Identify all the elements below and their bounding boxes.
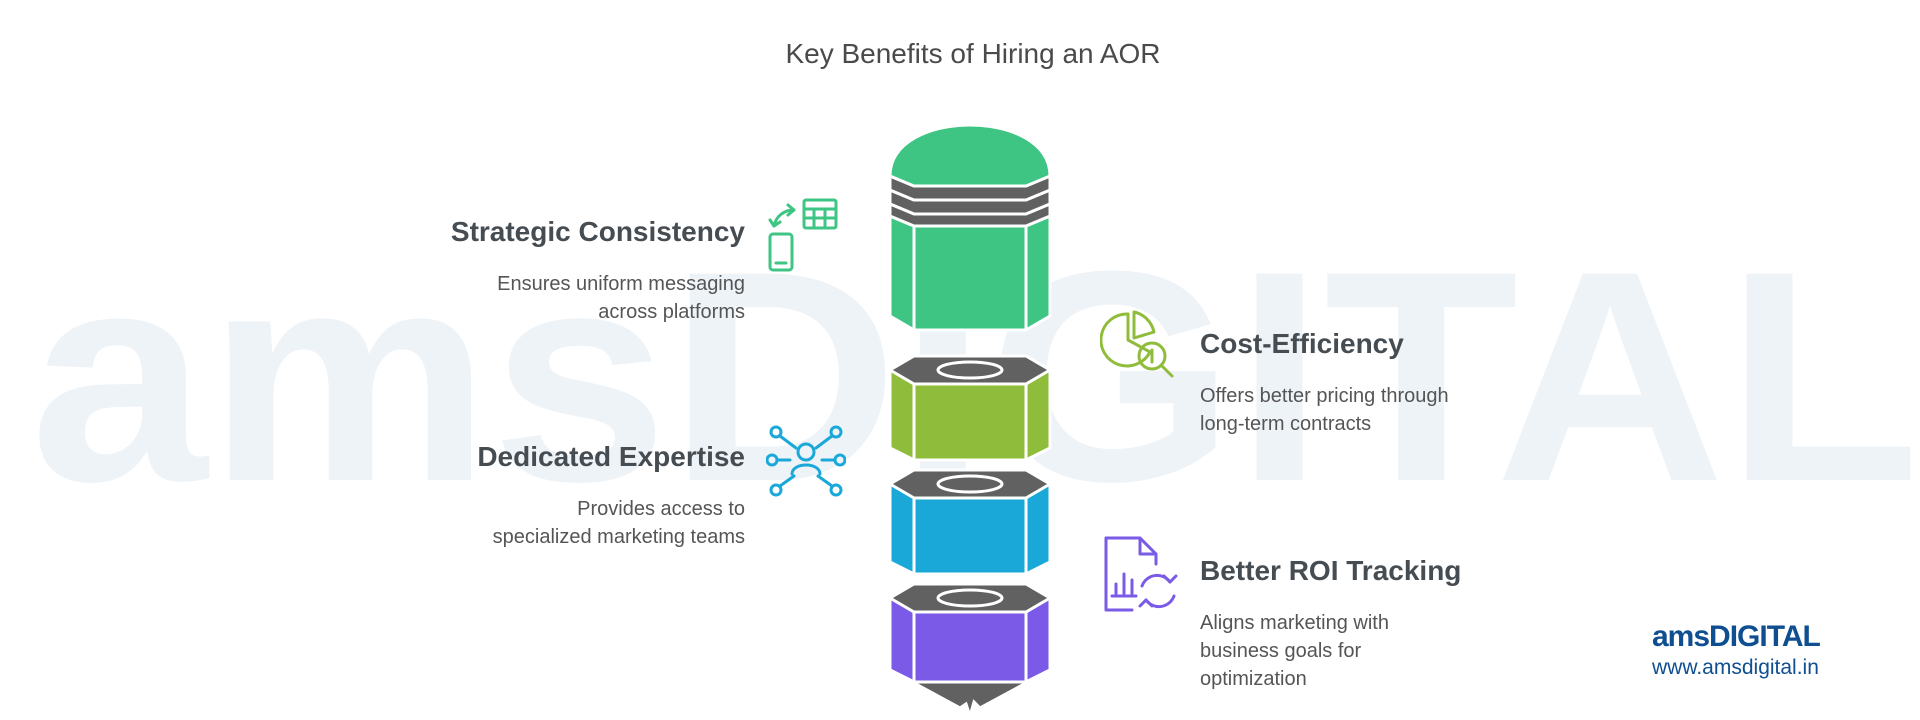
benefit-description: Ensures uniform messaging across platform… [325,270,745,326]
report-refresh-icon [1104,536,1178,612]
tower-segment-roi-tracking [887,582,1053,720]
benefit-heading: Dedicated Expertise [477,441,745,472]
benefit-description-line: long-term contracts [1200,413,1372,435]
benefit-cost-efficiency: Cost-Efficiency Offers better pricing th… [1200,328,1600,438]
benefit-description-line: Aligns marketing with [1200,612,1389,634]
devices-sync-icon [768,198,838,272]
team-network-icon [766,425,846,497]
benefit-strategic-consistency: Strategic Consistency Ensures uniform me… [325,216,745,326]
benefit-heading: Better ROI Tracking [1200,555,1462,586]
benefit-description-line: optimization [1200,668,1307,690]
benefit-description-line: Provides access to [577,498,745,520]
logo-url: www.amsdigital.in [1652,656,1819,679]
benefit-description: Aligns marketing with business goals for o… [1200,609,1600,693]
benefit-description: Provides access to specialized marketing … [325,495,745,551]
benefit-description-line: business goals for [1200,640,1362,662]
benefit-description-line: Ensures uniform messaging [497,273,745,295]
diagram-title: Key Benefits of Hiring an AOR [785,38,1161,69]
tower-segment-strategic-consistency [888,123,1052,332]
benefit-heading: Cost-Efficiency [1200,328,1404,359]
tower-segment-cost-efficiency [887,354,1053,462]
benefit-description-line: specialized marketing teams [492,526,745,548]
benefit-description: Offers better pricing through long-term c… [1200,382,1600,438]
benefit-heading: Strategic Consistency [450,216,745,247]
brand-logo: amsDIGITAL www.amsdigital.in [1652,620,1821,680]
benefit-better-roi-tracking: Better ROI Tracking Aligns marketing wit… [1200,555,1600,693]
benefit-description-line: across platforms [598,301,745,323]
pie-chart-search-icon [1100,310,1174,378]
logo-name: amsDIGITAL [1652,620,1821,653]
benefit-dedicated-expertise: Dedicated Expertise Provides access to sp… [325,441,745,551]
benefit-description-line: Offers better pricing through [1200,385,1449,407]
tower-segment-dedicated-expertise [887,468,1053,576]
stacked-tower [887,123,1053,720]
